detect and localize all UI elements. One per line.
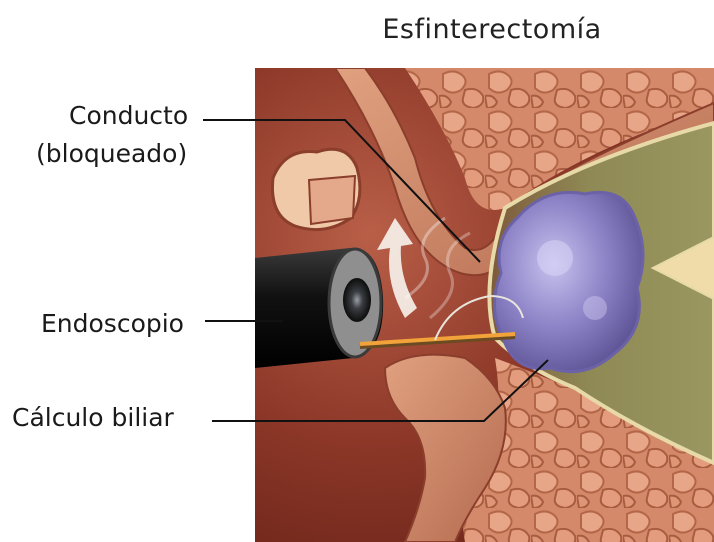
endoscope-lens [343, 278, 371, 322]
gallstone-highlight [583, 296, 607, 320]
diagram-title: Esfinterectomía [372, 14, 612, 45]
label-conducto: Conducto [69, 100, 188, 132]
gallstone [494, 192, 643, 371]
label-bloqueado: (bloqueado) [36, 138, 187, 170]
tissue-block-face [309, 176, 355, 224]
medical-illustration [255, 68, 714, 542]
label-endoscopio: Endoscopio [41, 308, 184, 340]
label-calculo-biliar: Cálculo biliar [12, 402, 174, 434]
gallstone-highlight [537, 240, 573, 276]
